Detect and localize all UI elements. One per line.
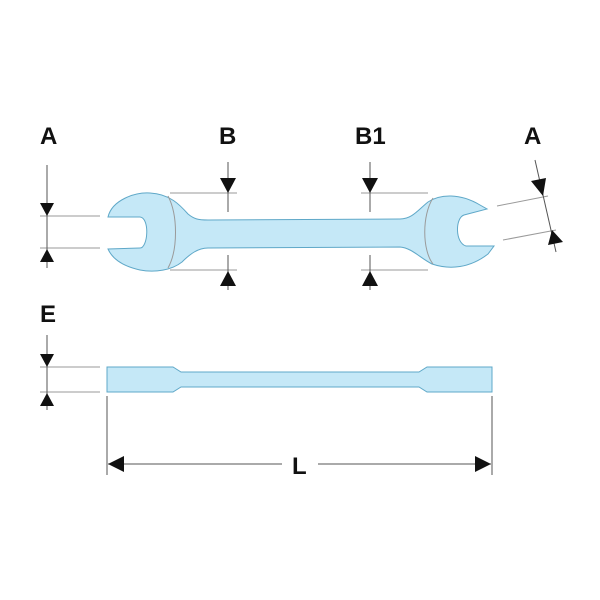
dimension-b (170, 162, 237, 290)
dimension-b1 (361, 162, 428, 290)
wrench-side-view (106, 366, 493, 393)
label-b1: B1 (355, 123, 386, 150)
label-b: B (219, 123, 236, 150)
dimension-e (40, 335, 100, 410)
dimension-a-right (496, 159, 563, 253)
dimension-l (106, 396, 493, 475)
label-e: E (40, 301, 56, 328)
dimension-a-left (40, 165, 100, 268)
wrench-top-view (107, 192, 495, 272)
label-l: L (292, 453, 307, 480)
label-a-right: A (524, 123, 541, 150)
label-a-left: A (40, 123, 57, 150)
